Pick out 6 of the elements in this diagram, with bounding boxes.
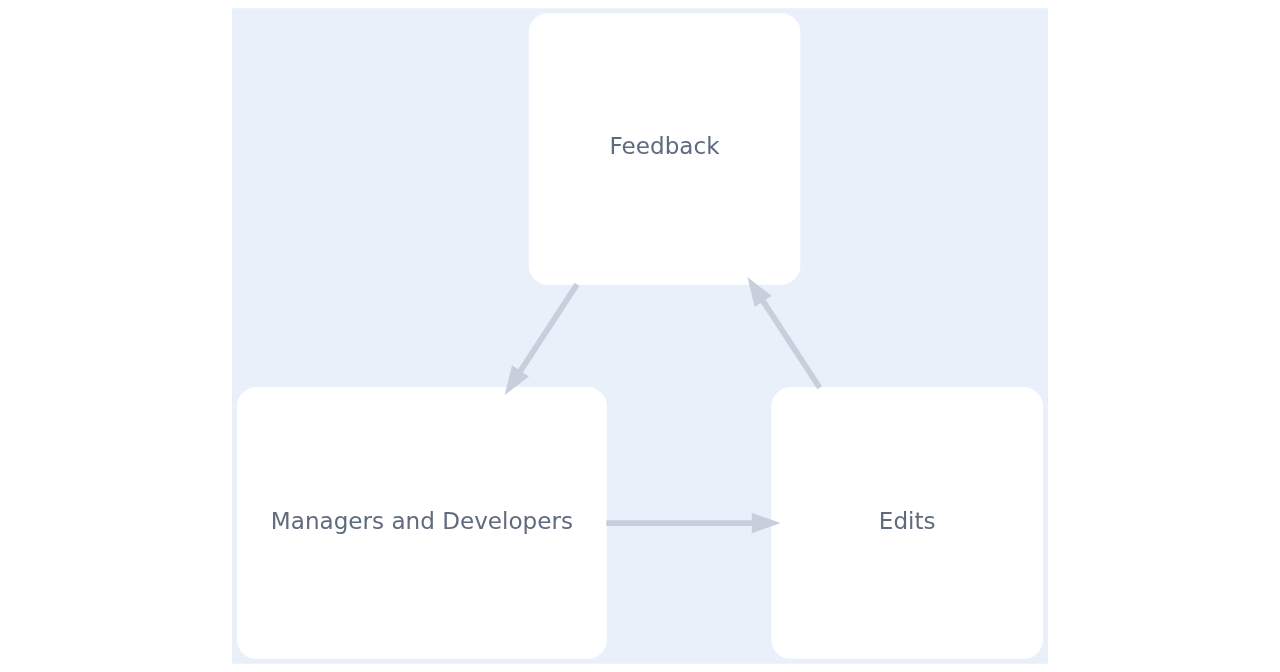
arrow xyxy=(504,282,580,396)
node-box: Managers and Developers xyxy=(237,387,607,659)
node-box: Feedback xyxy=(528,13,801,285)
arrow xyxy=(606,512,781,534)
node-box: Edits xyxy=(771,387,1043,659)
arrow xyxy=(747,277,823,390)
